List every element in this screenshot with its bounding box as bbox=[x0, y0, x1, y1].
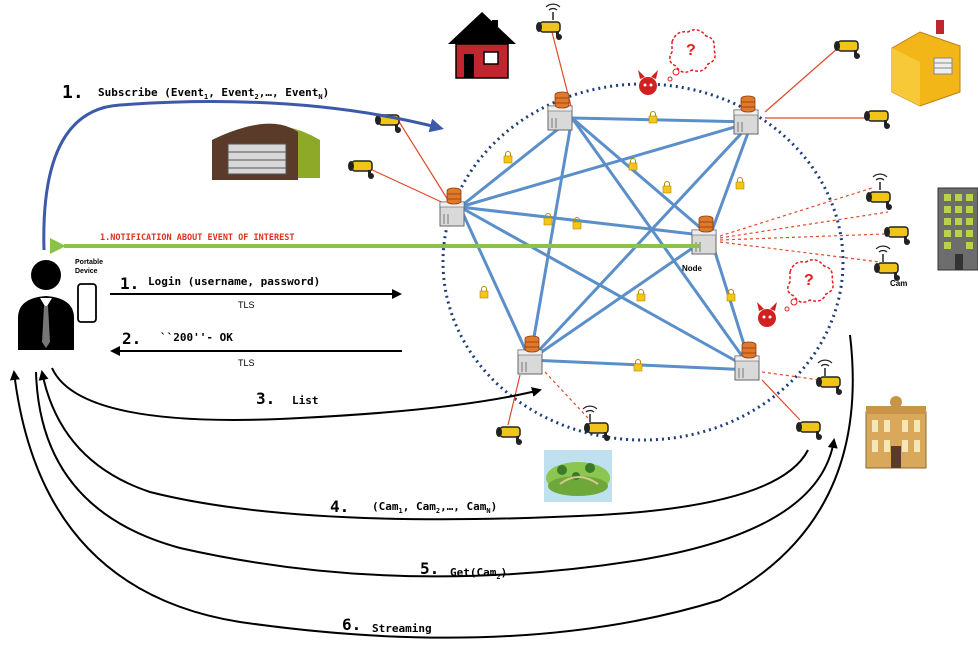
lock-icon bbox=[735, 177, 745, 190]
wireless-signal-icon bbox=[817, 359, 833, 377]
lock-icon bbox=[543, 213, 553, 226]
lock-icon bbox=[503, 151, 513, 164]
factory-icon bbox=[891, 20, 961, 107]
cam-list-label: (Cam1, Cam2,…, CamN) bbox=[372, 500, 497, 515]
house-icon bbox=[448, 12, 516, 79]
server-icon bbox=[733, 95, 759, 135]
tls-label-ok: TLS bbox=[238, 358, 255, 368]
get-step-number: 5. bbox=[420, 559, 439, 578]
device-label-line1: Portable bbox=[75, 259, 103, 266]
lock-icon bbox=[633, 359, 643, 372]
list-arrow bbox=[51, 367, 542, 421]
list-label: List bbox=[292, 394, 319, 407]
office-building-icon bbox=[937, 187, 978, 271]
node-label: Node bbox=[682, 264, 703, 273]
wireless-camera-icon bbox=[815, 376, 843, 396]
tls-label-login: TLS bbox=[238, 300, 255, 310]
streaming-step-number: 6. bbox=[342, 615, 361, 634]
ok-label: ``200''- OK bbox=[160, 331, 233, 344]
wireless-camera-icon bbox=[865, 191, 893, 211]
ok-step-number: 2. bbox=[122, 329, 141, 348]
get-label: Get(Cam2) bbox=[450, 566, 507, 581]
camera-icon bbox=[495, 426, 523, 446]
server-icon bbox=[691, 215, 717, 255]
person-icon bbox=[18, 260, 74, 350]
list-step-number: 3. bbox=[256, 389, 275, 408]
camera-links bbox=[367, 31, 889, 426]
streaming-arrow bbox=[9, 334, 854, 639]
wireless-signal-icon bbox=[872, 173, 888, 191]
cam-label: Cam bbox=[890, 279, 907, 288]
lock-icon bbox=[479, 286, 489, 299]
lock-icon bbox=[648, 111, 658, 124]
wireless-signal-icon bbox=[545, 3, 561, 21]
camera-icon bbox=[347, 160, 375, 180]
login-label: Login (username, password) bbox=[148, 275, 320, 288]
get-arrow bbox=[35, 371, 838, 578]
subscribe-label: Subscribe (Event1, Event2,…, EventN) bbox=[98, 86, 329, 101]
lock-icon bbox=[636, 289, 646, 302]
bank-building-icon bbox=[865, 396, 927, 469]
device-label-line2: Device bbox=[75, 268, 98, 275]
cameras bbox=[347, 3, 911, 446]
wireless-signal-icon bbox=[875, 245, 891, 263]
phone-icon bbox=[77, 283, 97, 323]
subscribe-arrow bbox=[42, 100, 444, 251]
question-mark: ? bbox=[686, 42, 696, 59]
camera-icon bbox=[883, 226, 911, 246]
lock-icon bbox=[726, 289, 736, 302]
wireless-signal-icon bbox=[582, 405, 598, 423]
login-step-number: 1. bbox=[120, 274, 139, 293]
notification-label: 1.NOTIFICATION ABOUT EVENT OF INTEREST bbox=[100, 233, 294, 243]
camera-icon bbox=[833, 40, 861, 60]
camera-icon bbox=[795, 421, 823, 441]
cam-list-step-number: 4. bbox=[330, 497, 349, 516]
devil-icon bbox=[757, 302, 777, 327]
lock-icon bbox=[662, 181, 672, 194]
devil-icon bbox=[638, 70, 658, 95]
network-boundary-ring bbox=[441, 82, 845, 442]
question-bubble-icon: ? bbox=[784, 259, 834, 312]
question-bubble-icon: ? bbox=[667, 29, 716, 82]
streaming-label: Streaming bbox=[372, 622, 432, 635]
question-mark: ? bbox=[804, 272, 814, 289]
cam-list-arrow bbox=[38, 370, 809, 521]
warehouse-icon bbox=[212, 123, 320, 180]
lock-icon bbox=[628, 158, 638, 171]
wireless-camera-icon bbox=[535, 21, 563, 41]
park-icon bbox=[544, 450, 612, 502]
server-icon bbox=[734, 341, 760, 381]
camera-icon bbox=[863, 110, 891, 130]
subscribe-step-number: 1. bbox=[62, 82, 84, 103]
server-icon bbox=[547, 91, 573, 131]
wireless-camera-icon bbox=[583, 422, 611, 442]
